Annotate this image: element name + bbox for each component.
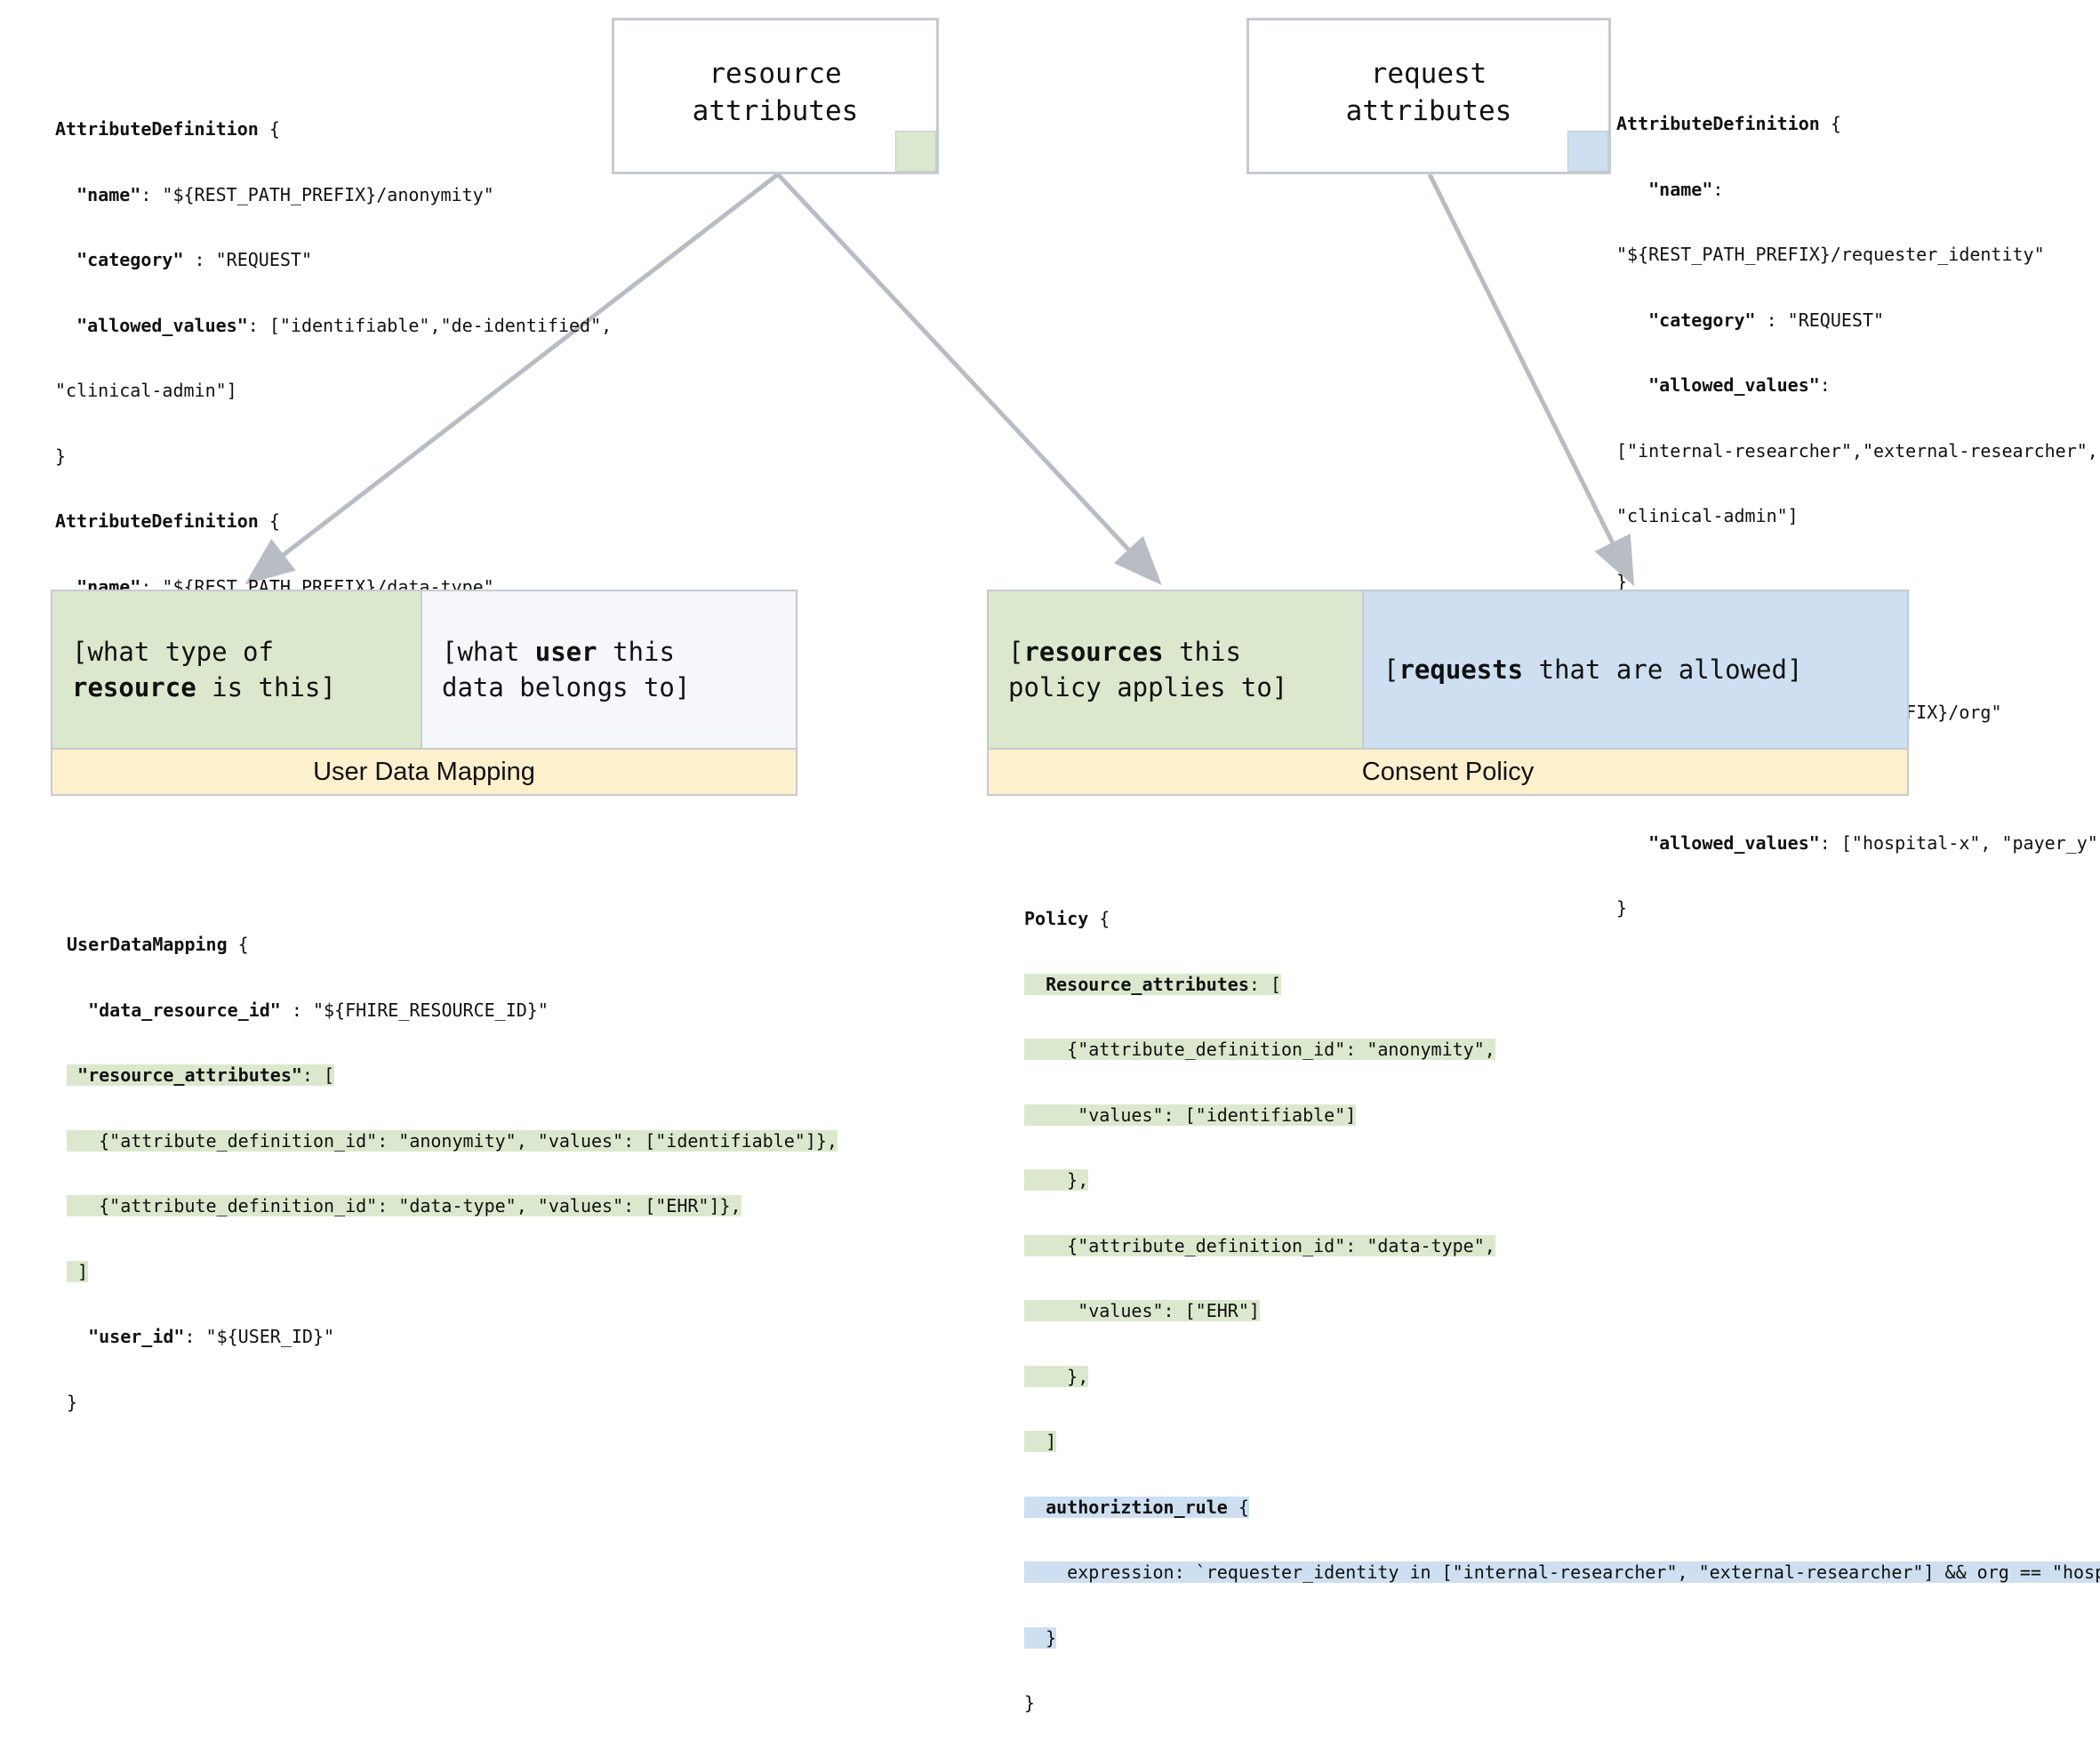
- request-attributes-box[interactable]: request attributes: [1246, 18, 1611, 174]
- code-line: Policy {: [1024, 908, 1110, 929]
- consent-policy-title: Consent Policy: [987, 750, 1909, 796]
- code-line: }: [1024, 1692, 1036, 1714]
- code-line: expression: `requester_identity in ["int…: [1024, 1561, 2100, 1584]
- code-line: ]: [1024, 1431, 1057, 1452]
- udm-user-cell[interactable]: [what user this data belongs to]: [422, 590, 798, 750]
- user-data-mapping-title: User Data Mapping: [51, 750, 798, 796]
- user-data-mapping-code: UserDataMapping { "data_resource_id" : "…: [67, 890, 838, 1457]
- policy-request-cell[interactable]: [requests that are allowed]: [1364, 590, 1909, 750]
- code-line: ]: [67, 1260, 89, 1282]
- code-line: "name": "${REST_PATH_PREFIX}/anonymity": [76, 183, 494, 205]
- code-line: "allowed_values":: [1648, 374, 1831, 396]
- code-line: "category" : "REQUEST": [1648, 309, 1885, 331]
- code-line: },: [1024, 1365, 1089, 1387]
- code-line: AttributeDefinition {: [55, 510, 280, 532]
- code-line: ["internal-researcher","external-researc…: [1616, 439, 2098, 462]
- code-line: authoriztion_rule {: [1024, 1496, 2100, 1519]
- code-line: AttributeDefinition {: [55, 118, 280, 140]
- resource-attributes-label: resource attributes: [692, 57, 859, 127]
- code-line: {"attribute_definition_id": "anonymity",…: [67, 1129, 838, 1152]
- code-line: "resource_attributes": [: [67, 1064, 838, 1087]
- code-line: },: [1024, 1169, 1089, 1191]
- diagram-canvas: resource attributes request attributes A…: [51, 18, 2100, 1714]
- consent-policy-entity[interactable]: [resources this policy applies to] [requ…: [987, 590, 1909, 796]
- consent-policy-code: Policy { Resource_attributes: [ {"attrib…: [1024, 864, 2100, 1758]
- code-line: "${REST_PATH_PREFIX}/requester_identity": [1616, 244, 2045, 265]
- consent-policy-body: [resources this policy applies to] [requ…: [987, 590, 1909, 750]
- code-line: }: [55, 445, 67, 467]
- code-line: Resource_attributes: [: [1024, 973, 2100, 996]
- code-line: {"attribute_definition_id": "anonymity",: [1024, 1039, 1495, 1060]
- user-data-mapping-body: [what type of resource is this] [what us…: [51, 590, 798, 750]
- code-line: "category" : "REQUEST": [76, 249, 313, 270]
- code-line: "name":: [1648, 178, 1724, 200]
- resource-color-swatch-icon: [895, 131, 936, 172]
- request-attributes-label: request attributes: [1345, 57, 1512, 127]
- code-line: }: [67, 1391, 78, 1413]
- code-line: {"attribute_definition_id": "data-type",…: [67, 1195, 741, 1216]
- policy-resource-cell-text: [resources this policy applies to]: [1008, 637, 1288, 702]
- user-data-mapping-entity[interactable]: [what type of resource is this] [what us…: [51, 590, 798, 796]
- code-line: "user_id": "${USER_ID}": [88, 1326, 335, 1347]
- code-line: AttributeDefinition {: [1616, 113, 1841, 134]
- policy-request-cell-text: [requests that are allowed]: [1383, 654, 1803, 685]
- code-line: "clinical-admin"]: [1616, 505, 1799, 526]
- udm-user-cell-text: [what user this data belongs to]: [442, 637, 691, 702]
- code-line: "values": ["identifiable"]: [1024, 1104, 1357, 1126]
- request-color-swatch-icon: [1567, 131, 1608, 172]
- code-line: "allowed_values": ["hospital-x", "payer_…: [1648, 831, 2100, 854]
- code-line: {"attribute_definition_id": "data-type",: [1024, 1234, 1495, 1256]
- code-line: UserDataMapping {: [67, 934, 249, 955]
- code-line: "data_resource_id" : "${FHIRE_RESOURCE_I…: [88, 999, 549, 1021]
- code-line: "clinical-admin"]: [55, 380, 237, 401]
- policy-resource-cell[interactable]: [resources this policy applies to]: [987, 590, 1364, 750]
- arrow-request-attributes-to-consent-policy: [1427, 173, 1635, 587]
- resource-attributes-box[interactable]: resource attributes: [612, 18, 939, 174]
- code-line: }: [1616, 570, 1628, 592]
- code-line: "values": ["EHR"]: [1024, 1300, 1260, 1321]
- udm-resource-cell[interactable]: [what type of resource is this]: [51, 590, 422, 750]
- resource-attribute-definitions-code: AttributeDefinition { "name": "${REST_PA…: [55, 75, 612, 838]
- code-line: }: [1616, 897, 1628, 919]
- request-attribute-definitions-code: AttributeDefinition { "name": "${REST_PA…: [1616, 69, 2100, 963]
- code-line: "allowed_values": ["identifiable","de-id…: [76, 314, 613, 336]
- udm-resource-cell-text: [what type of resource is this]: [72, 637, 336, 702]
- arrow-resource-attributes-to-consent-policy: [776, 173, 1162, 586]
- code-line: }: [1024, 1626, 1057, 1649]
